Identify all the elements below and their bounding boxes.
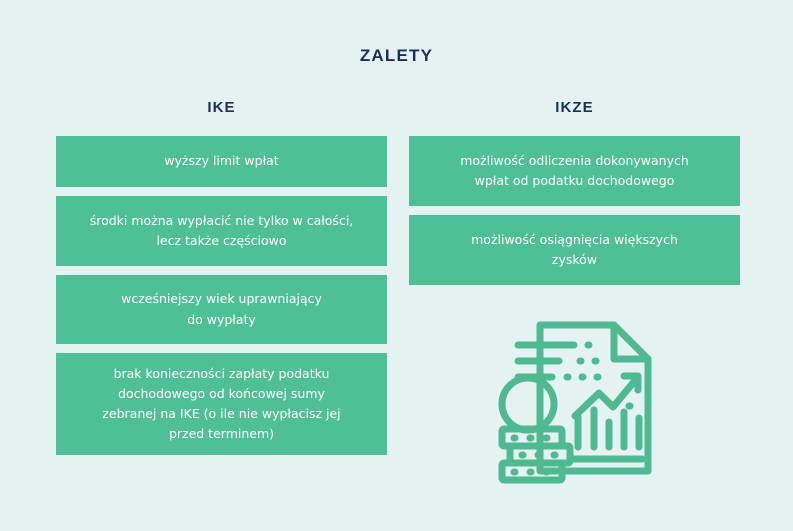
benefit-line: możliwość osiągnięcia większych <box>471 231 678 247</box>
column-header-ikze: IKZE <box>555 99 594 116</box>
benefit-card: środki można wypłacić nie tylko w całośc… <box>56 196 387 266</box>
benefit-card-text: środki można wypłacić nie tylko w całośc… <box>90 211 354 252</box>
benefit-line: brak konieczności zapłaty podatku <box>113 365 330 381</box>
benefit-card-text: wyższy limit wpłat <box>164 151 278 171</box>
benefit-card-text: wcześniejszy wiek uprawniający do wypłat… <box>121 289 322 330</box>
benefit-card: wcześniejszy wiek uprawniający do wypłat… <box>56 275 387 344</box>
benefit-line: zysków <box>551 252 598 267</box>
benefit-card: możliwość odliczenia dokonywanych wpłat … <box>409 136 740 206</box>
column-header-ike: IKE <box>207 99 236 116</box>
benefit-line: możliwość odliczenia dokonywanych <box>460 152 689 168</box>
benefit-line: wpłat od podatku dochodowego <box>474 173 675 188</box>
benefit-card: możliwość osiągnięcia większych zysków <box>409 215 740 285</box>
benefit-line: lecz także częściowo <box>156 233 287 248</box>
benefit-line: dochodowego od końcowej sumy <box>118 385 325 401</box>
benefit-card: brak konieczności zapłaty podatku dochod… <box>56 353 387 455</box>
benefit-line: do wypłaty <box>187 311 256 327</box>
benefit-card: wyższy limit wpłat <box>56 136 387 187</box>
benefit-line: wcześniejszy wiek uprawniający <box>121 291 322 307</box>
benefit-card-text: brak konieczności zapłaty podatku dochod… <box>102 364 340 445</box>
benefit-line: środki można wypłacić nie tylko w całośc… <box>89 212 354 228</box>
page-title: ZALETY <box>359 46 434 65</box>
benefit-card-text: możliwość osiągnięcia większych zysków <box>471 230 678 271</box>
column-ike: wyższy limit wpłat środki można wypłacić… <box>56 136 387 455</box>
benefit-line: przed terminem) <box>168 426 275 442</box>
financial-report-chart-coins-icon <box>496 312 666 484</box>
column-ikze: możliwość odliczenia dokonywanych wpłat … <box>409 136 740 285</box>
benefit-card-text: możliwość odliczenia dokonywanych wpłat … <box>460 151 689 192</box>
benefit-line: zebranej na IKE (o ile nie wypłacisz jej <box>102 406 341 421</box>
benefit-line: wyższy limit wpłat <box>164 153 279 169</box>
